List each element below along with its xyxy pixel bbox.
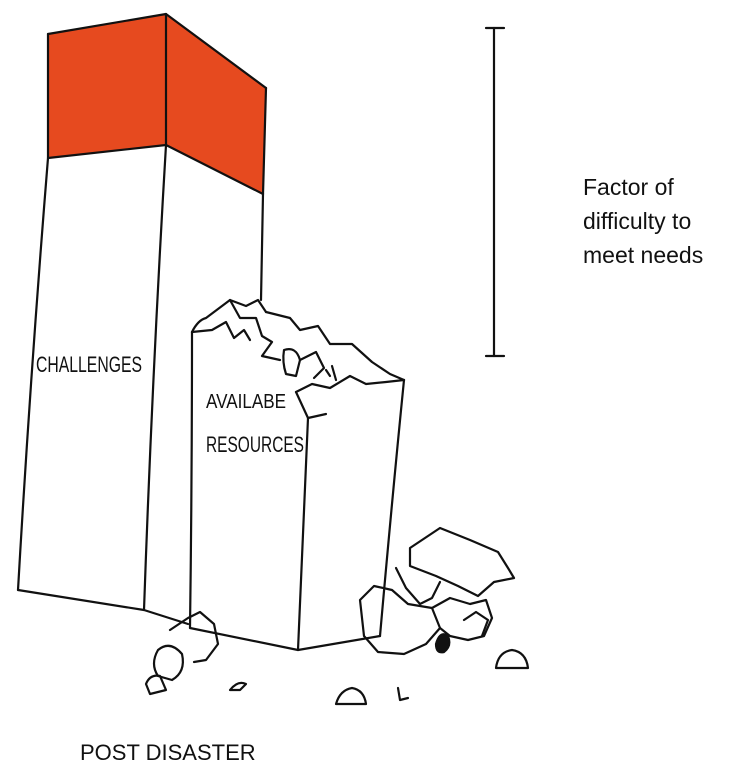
difficulty-scale-bar xyxy=(484,26,506,358)
rubble-piece xyxy=(334,686,368,706)
rubble-piece xyxy=(358,584,442,656)
rubble-piece xyxy=(434,633,451,654)
difficulty-scale-label-line: Factor of xyxy=(583,174,674,200)
resources-block xyxy=(188,298,406,652)
figure-caption: POST DISASTER xyxy=(80,740,256,765)
challenges-block-red-cap-side xyxy=(166,14,266,194)
rubble-piece xyxy=(408,526,516,598)
challenges-label: CHALLENGES xyxy=(36,352,142,377)
difficulty-scale-label: Factor of difficulty to meet needs xyxy=(583,170,733,272)
rubble-piece xyxy=(228,681,248,692)
rubble-piece xyxy=(430,596,494,642)
rubble-piece xyxy=(152,644,184,682)
rubble-piece xyxy=(396,686,410,702)
rubble xyxy=(144,526,530,706)
rubble-piece xyxy=(168,610,220,664)
difficulty-scale-label-line: meet needs xyxy=(583,242,704,268)
rubble-piece xyxy=(394,566,442,606)
challenges-block-red-cap-front xyxy=(48,14,166,158)
resources-label-line-2: RESOURCES xyxy=(206,432,304,457)
difficulty-scale-label-line: difficulty to xyxy=(583,208,692,234)
challenges-block xyxy=(16,12,268,626)
resources-label-line-1: AVAILABE xyxy=(206,391,286,413)
rubble-piece xyxy=(462,610,490,638)
rubble-piece xyxy=(144,674,168,696)
rubble-piece xyxy=(494,648,530,670)
